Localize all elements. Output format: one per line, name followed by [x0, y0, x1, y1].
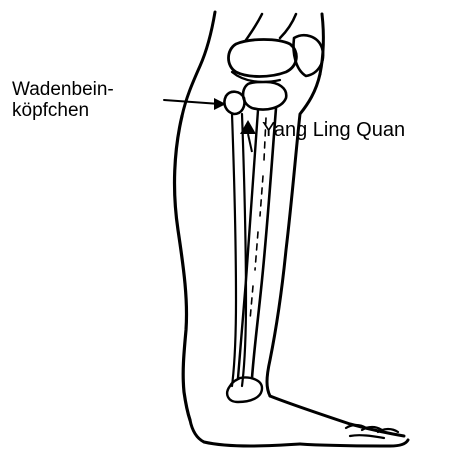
foot-sole-contour — [300, 440, 408, 446]
fibula-shaft — [232, 114, 246, 386]
acupoint-label: Yang Ling Quan — [262, 120, 405, 141]
thigh-left-contour — [182, 12, 215, 116]
fibula-head — [224, 92, 244, 114]
acupoint-leader — [248, 134, 252, 152]
heel-contour — [190, 420, 300, 446]
thigh-inner-strokes — [246, 14, 296, 40]
tibia-head — [243, 82, 286, 110]
fibula-head-label: Wadenbein- köpfchen — [12, 79, 114, 121]
femur-condyle — [229, 40, 297, 77]
toes — [346, 425, 398, 438]
fibula-leader-line — [164, 100, 220, 104]
fibula-head-label-line2: köpfchen — [12, 100, 114, 121]
tibia-dashed-ridge — [250, 118, 266, 320]
patella — [294, 35, 324, 76]
calf-back-contour — [175, 116, 190, 420]
fibula-head-label-line1: Wadenbein- — [12, 79, 114, 100]
